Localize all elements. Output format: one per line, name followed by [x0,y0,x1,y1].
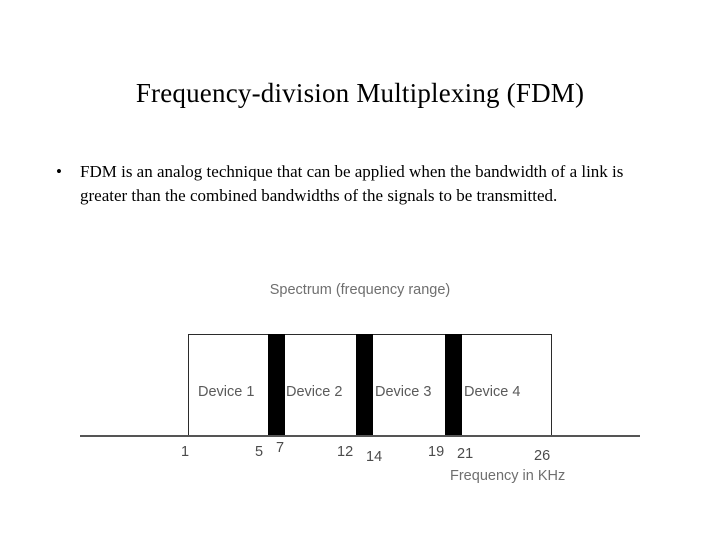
guard-band-1 [268,334,285,436]
bullet-marker-icon: • [56,162,62,181]
device-label-4: Device 4 [464,384,521,400]
frequency-axis-line [80,435,640,437]
fdm-spectrum-diagram: Spectrum (frequency range) Device 1 Devi… [70,272,650,502]
tick-label-14: 14 [366,449,383,465]
tick-label-5: 5 [255,444,264,460]
device-label-2: Device 2 [286,384,343,400]
frequency-axis-label: Frequency in KHz [450,468,566,484]
tick-label-12: 12 [337,444,354,460]
tick-label-1: 1 [181,444,190,460]
tick-label-19: 19 [428,444,445,460]
guard-band-3 [445,334,462,436]
device-label-3: Device 3 [375,384,432,400]
list-item: • FDM is an analog technique that can be… [56,160,668,208]
tick-label-7: 7 [276,440,285,456]
spectrum-caption: Spectrum (frequency range) [269,282,451,298]
tick-label-26: 26 [534,448,551,464]
device-label-1: Device 1 [198,384,255,400]
bullet-text: FDM is an analog technique that can be a… [80,162,624,205]
tick-label-21: 21 [457,446,474,462]
page-title: Frequency-division Multiplexing (FDM) [135,78,585,108]
guard-band-2 [356,334,373,436]
bullet-list: • FDM is an analog technique that can be… [56,160,668,208]
